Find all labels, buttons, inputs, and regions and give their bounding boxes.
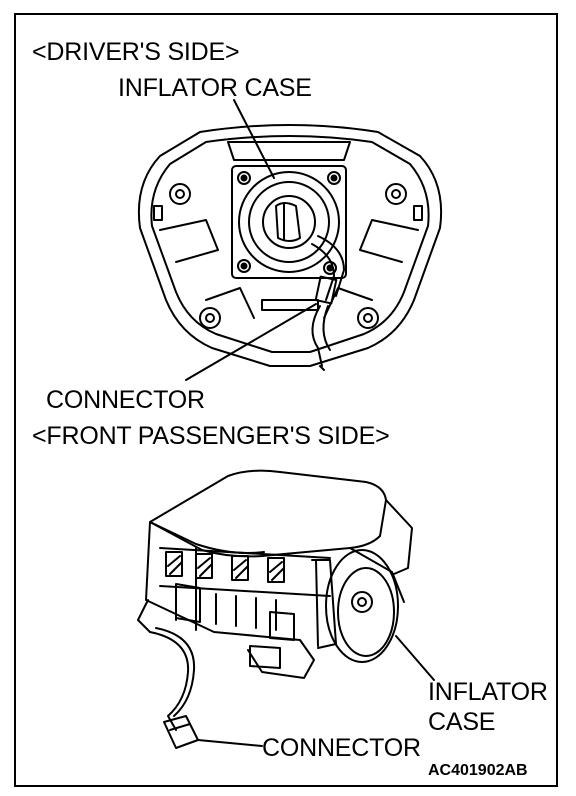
driver-inflator-case-label: INFLATOR CASE xyxy=(118,74,312,102)
passenger-connector-label: CONNECTOR xyxy=(262,734,421,762)
driver-connector-label: CONNECTOR xyxy=(46,386,205,414)
passenger-connector-leader-line xyxy=(197,739,263,747)
figure-code: AC401902AB xyxy=(428,762,528,779)
passenger-inflator-leader-line xyxy=(395,635,435,681)
passenger-inflator-label-line1: INFLATOR xyxy=(428,678,548,706)
passenger-airbag-module xyxy=(137,469,413,749)
diagram-frame xyxy=(14,13,558,787)
passenger-inflator-label-line2: CASE xyxy=(428,708,496,736)
driver-airbag-module xyxy=(137,124,443,371)
driver-connector-leader-line xyxy=(185,303,317,381)
driver-inflator-leader-line xyxy=(233,99,275,179)
passenger-side-title: <FRONT PASSENGER'S SIDE> xyxy=(32,422,390,450)
driver-side-title: <DRIVER'S SIDE> xyxy=(32,38,240,66)
